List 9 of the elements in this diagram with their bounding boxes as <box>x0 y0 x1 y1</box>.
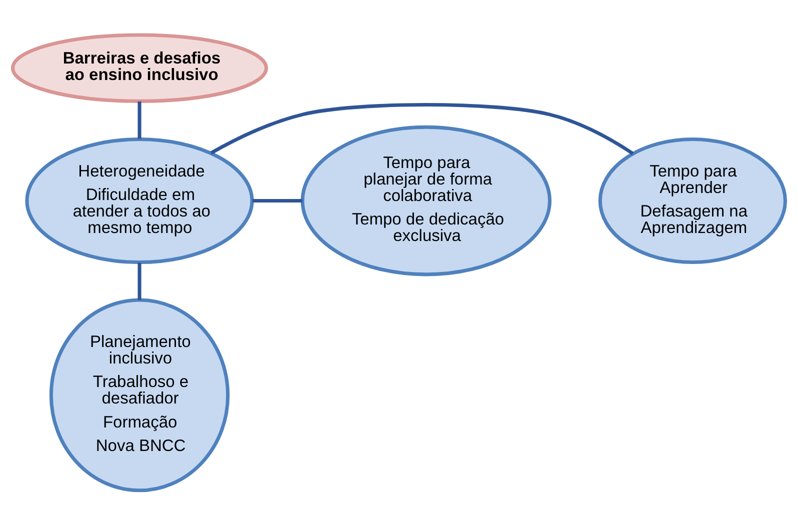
node-ellipse: Heterogeneidade Dificuldade em atender a todos ao mesmo tempo <box>25 137 254 264</box>
node-ellipse: Tempo para Aprender Defasagem na Aprendizagem <box>598 137 788 264</box>
connector <box>138 262 142 300</box>
connector <box>210 102 634 155</box>
node-circle: Planejamento inclusivo Trabalhoso e desafiador Formação Nova BNCC <box>49 298 230 492</box>
connector <box>138 100 142 138</box>
node-ellipse: Barreiras e desafios ao ensino inclusivo <box>11 32 268 102</box>
connector <box>252 198 302 202</box>
node-ellipse: Tempo para planejar de forma colaborativa Tempo de dedicação exclusiva <box>300 124 552 276</box>
